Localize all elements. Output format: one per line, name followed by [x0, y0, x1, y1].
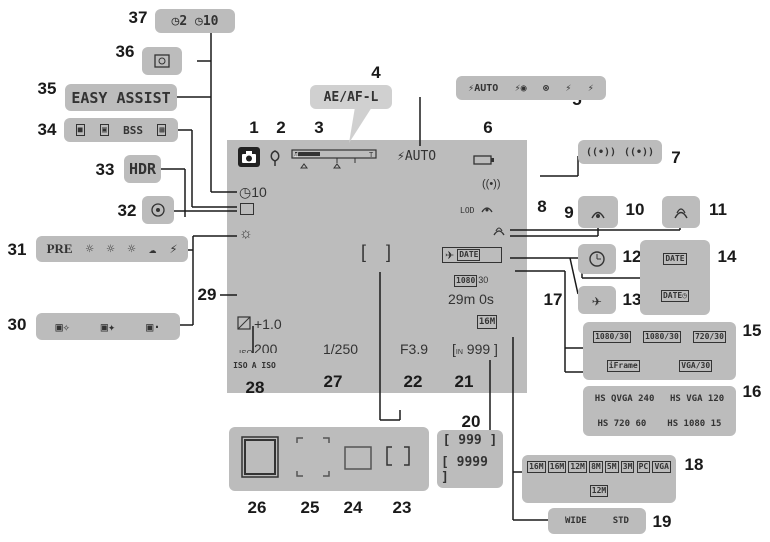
callout-2: 2	[276, 118, 286, 137]
callout-28: 28	[245, 378, 265, 397]
vibration-reduction-icon: ((•))	[482, 178, 501, 190]
date-imprint-indicator: ✈ DATE	[442, 247, 502, 263]
vr-panel: ((•))((•))	[578, 140, 662, 164]
clock-panel	[578, 244, 616, 274]
macro-icon	[267, 147, 283, 167]
callout-17: 17	[543, 290, 563, 309]
ae-af-lock-label: AE/AF-L	[310, 85, 392, 109]
movie-remaining-time: 29m 0s	[448, 291, 494, 307]
callout-37: 37	[128, 8, 148, 27]
callout-23: 23	[392, 498, 412, 517]
callout-11: 11	[709, 200, 727, 219]
callout-9: 9	[564, 203, 574, 222]
eye-fi-panel	[662, 196, 700, 228]
easy-assist-panel: EASY ASSIST	[65, 84, 177, 111]
callout-30: 30	[7, 315, 27, 334]
callout-16: 16	[742, 382, 762, 401]
eye-fi-icon	[492, 223, 506, 237]
callout-10: 10	[625, 200, 645, 219]
flash-mode-readout: ⚡AUTO	[397, 149, 437, 164]
callout-32: 32	[117, 201, 137, 220]
hdr-panel: HDR	[124, 155, 161, 183]
svg-text:T: T	[369, 151, 374, 159]
aperture-value: F3.9	[400, 341, 429, 357]
continuous-mode-icon	[240, 203, 254, 215]
white-balance-panel: PRE☼☼☼☁⚡	[36, 236, 188, 262]
callout-20: 20	[461, 412, 481, 431]
svg-text:W: W	[294, 151, 299, 159]
skin-softening-panel: ▣✧▣✦▣·	[36, 313, 180, 340]
blink-proof-panel	[142, 196, 174, 224]
callout-26: 26	[247, 498, 267, 517]
callout-6: 6	[483, 118, 493, 137]
battery-icon	[473, 152, 495, 165]
image-size-icon: 16M	[477, 315, 497, 329]
self-timer-options: ◷2 ◷10	[155, 9, 235, 33]
wifi-status-icon	[480, 200, 494, 214]
movie-frame-rate: 30	[478, 275, 489, 285]
af-area-brackets: [ ]	[361, 242, 392, 262]
callout-15: 15	[742, 321, 762, 340]
callout-7: 7	[671, 148, 681, 167]
remaining-exposures-panel: [ 999 ] [ 9999 ]	[437, 430, 503, 488]
callout-12: 12	[622, 247, 642, 266]
callout-1: 1	[249, 118, 259, 137]
auto-mode-icon	[238, 147, 260, 167]
callout-33: 33	[95, 160, 115, 179]
exposure-comp-icon	[237, 316, 251, 330]
travel-panel: ✈	[578, 286, 616, 314]
callout-18: 18	[684, 455, 704, 474]
callout-8: 8	[537, 197, 547, 216]
wifi-panel	[578, 196, 618, 228]
movie-options-panel: 1080/30 1080/30 720/30 iFrame VGA/30	[583, 322, 736, 380]
callout-36: 36	[115, 42, 135, 61]
self-timer-readout: ◷10	[239, 184, 267, 200]
callout-19: 19	[652, 512, 672, 531]
pre-label: PRE	[46, 241, 73, 256]
callout-34: 34	[37, 120, 57, 139]
movie-resolution: 1080	[454, 275, 478, 287]
callout-14: 14	[717, 247, 737, 266]
af-area-panel	[229, 427, 429, 491]
callout-31: 31	[7, 240, 27, 259]
bss-label: BSS	[123, 123, 144, 137]
date-time-option: DATE◷	[660, 290, 690, 303]
callout-22: 22	[403, 372, 423, 391]
remaining-exposures: [IN 999 ]	[452, 341, 498, 357]
flash-modes-panel: ⚡AUTO⚡◉⊗⚡⚡	[456, 76, 606, 100]
zoom-indicator: W T	[291, 149, 377, 169]
date-option: DATE	[663, 252, 687, 265]
shutter-speed: 1/250	[323, 341, 359, 357]
white-balance-icon: ☼	[239, 225, 253, 242]
callout-21: 21	[454, 372, 474, 391]
callout-3: 3	[314, 118, 324, 137]
callout-25: 25	[300, 498, 320, 517]
motion-detection-lock: LOD	[460, 206, 475, 215]
callout-27: 27	[323, 372, 343, 391]
callout-4: 4	[371, 63, 381, 82]
hs-movie-panel: HS QVGA 240 HS VGA 120 HS 720 60 HS 1080…	[583, 386, 736, 436]
date-imprint-panel: DATE DATE◷	[640, 240, 710, 315]
callout-35: 35	[37, 79, 57, 98]
callout-29: 29	[197, 285, 217, 304]
callout-13: 13	[622, 290, 642, 309]
date-label: DATE	[457, 249, 481, 261]
callout-24: 24	[343, 498, 363, 517]
continuous-modes-panel: ■▣BSS▦	[64, 118, 178, 142]
smile-timer-panel	[142, 47, 182, 75]
exposure-comp-value: +1.0	[254, 316, 282, 332]
